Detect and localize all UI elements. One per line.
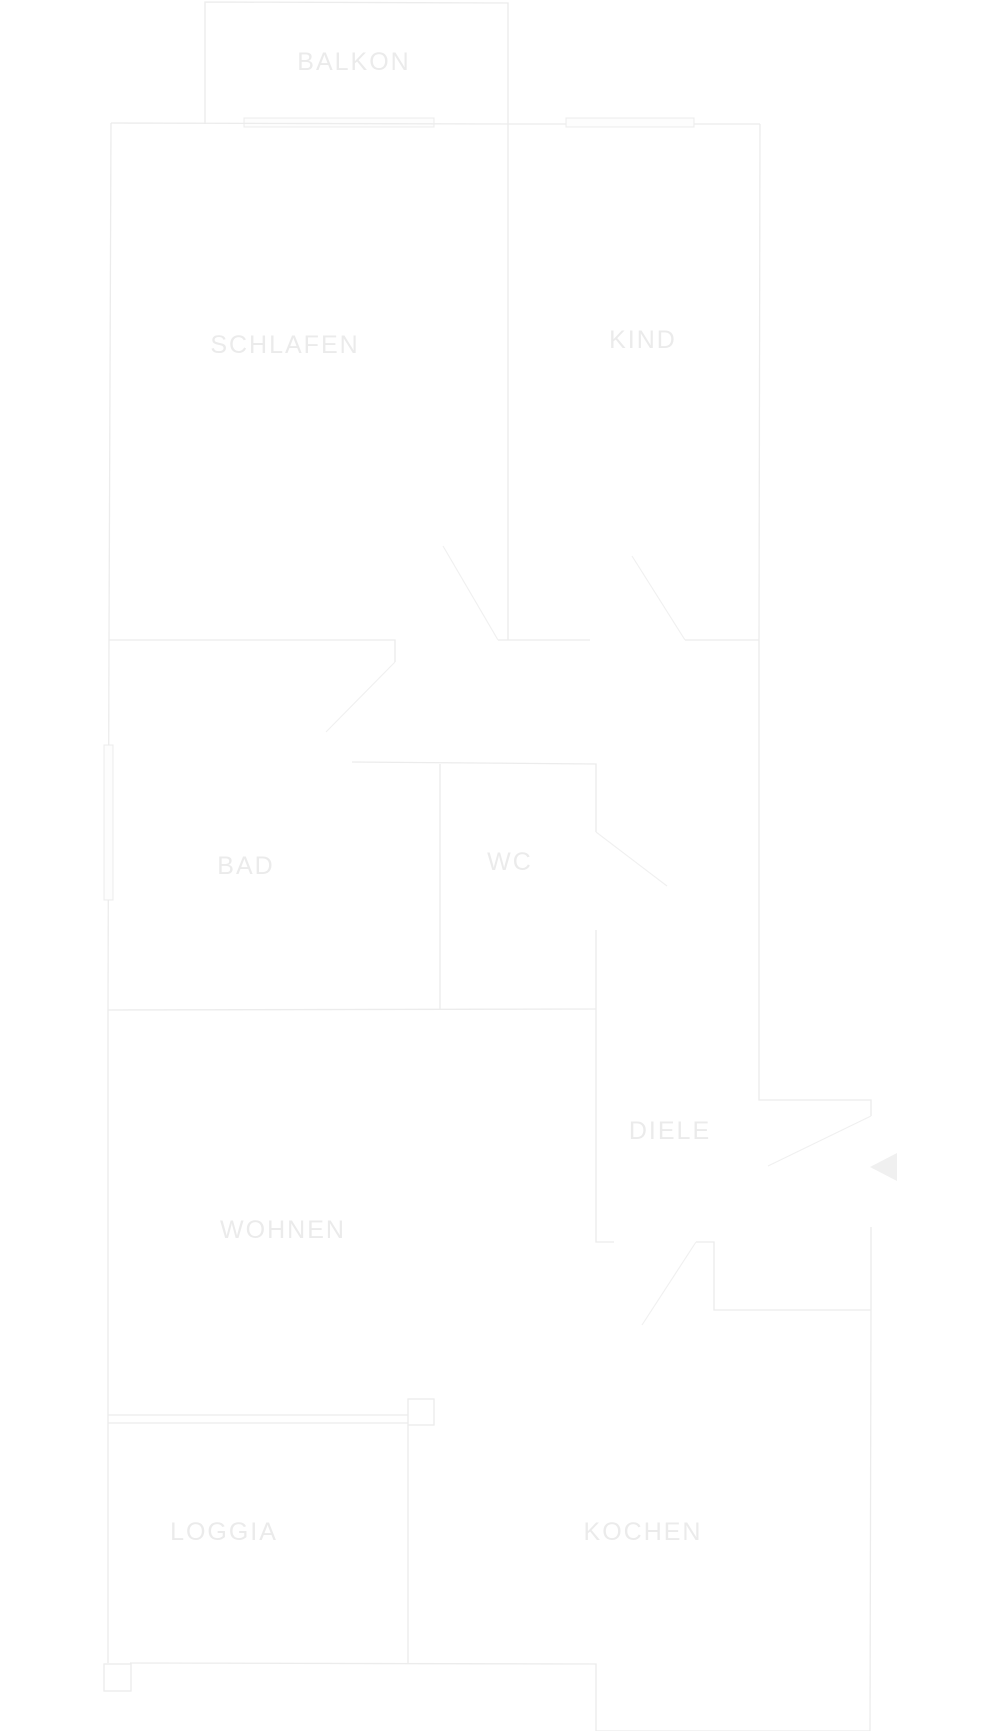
label-wohnen: WOHNEN (220, 1216, 346, 1244)
door-entrance (767, 1115, 872, 1167)
door-kind (631, 555, 686, 641)
door-swings (325, 545, 872, 1326)
kind-window (565, 117, 695, 128)
pillar-loggia-kochen (407, 1398, 435, 1426)
label-diele: DIELE (629, 1117, 711, 1145)
balcony-window (243, 117, 435, 128)
room-balkon (204, 1, 509, 128)
bad-window (103, 744, 114, 901)
door-bad (325, 661, 396, 733)
label-kochen: KOCHEN (584, 1518, 703, 1546)
label-loggia: LOGGIA (170, 1518, 278, 1546)
walls (103, 117, 872, 1731)
label-kind: KIND (609, 326, 677, 354)
door-schlafen (442, 545, 499, 641)
door-wc (595, 831, 668, 887)
label-schlafen: SCHLAFEN (210, 331, 359, 359)
entrance-arrow-icon (870, 1153, 897, 1181)
label-bad: BAD (217, 852, 274, 880)
label-balkon: BALKON (297, 48, 410, 76)
corner-pillar-bottom-left (103, 1663, 132, 1692)
label-wc: WC (487, 848, 533, 876)
door-wohnen (641, 1241, 697, 1326)
